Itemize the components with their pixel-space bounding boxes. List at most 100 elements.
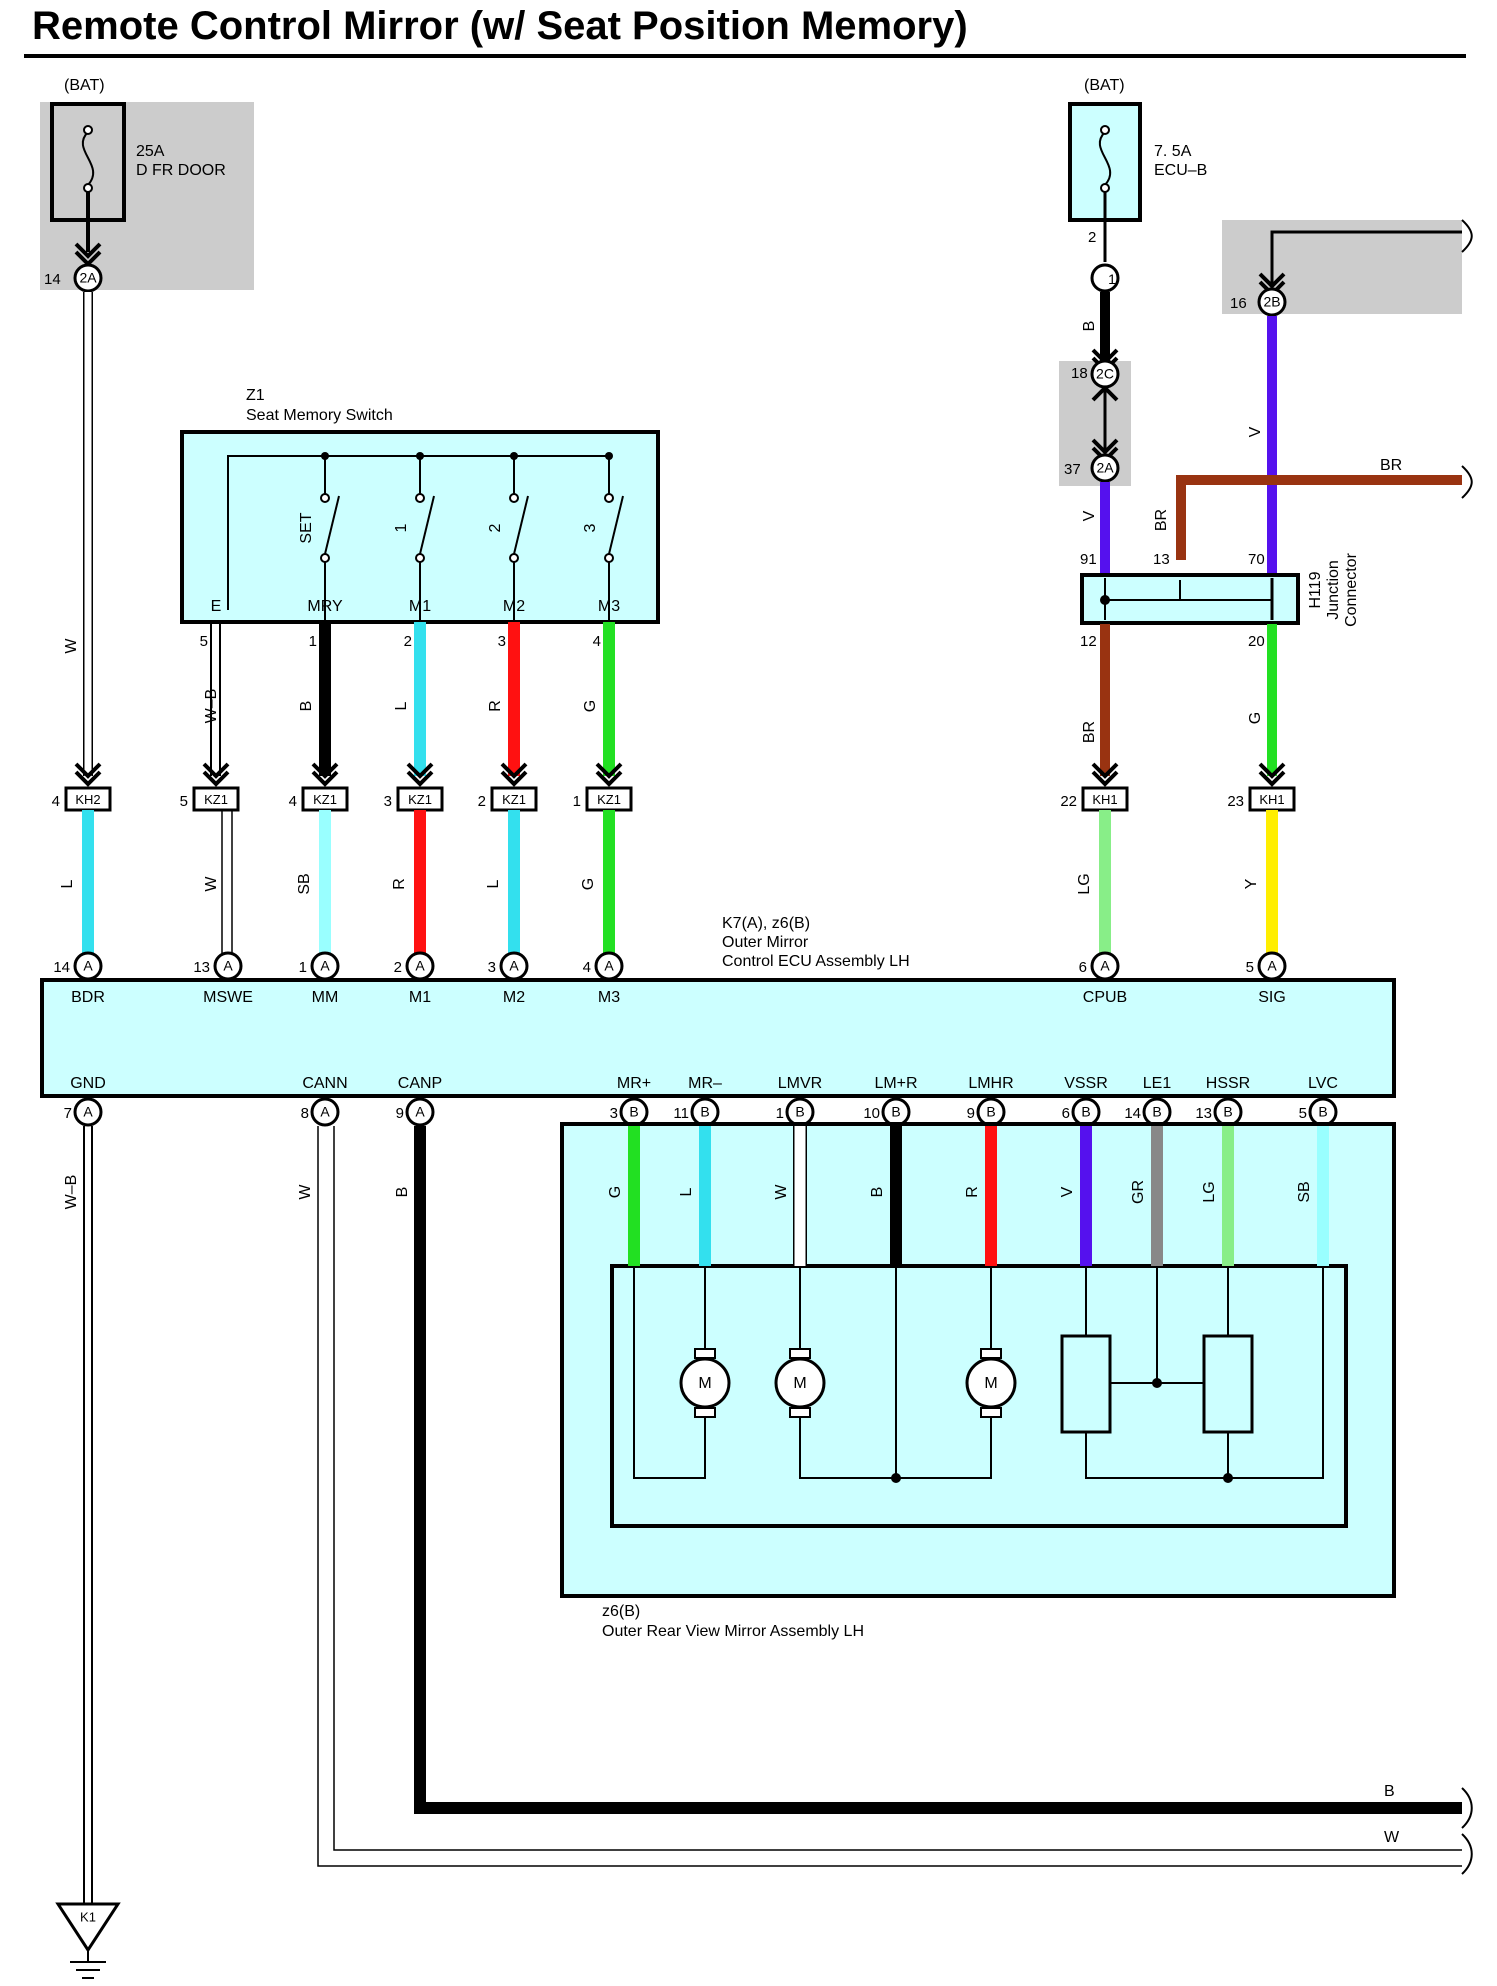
wire-switch-out-label-0: B xyxy=(298,701,315,712)
junction-2c-chev-up xyxy=(1091,385,1119,402)
ecu-bottom-connector-2 xyxy=(405,1097,435,1127)
wire-br-top xyxy=(1176,475,1462,560)
inline-connector-pin-1: 5 xyxy=(180,793,188,810)
junction-h119-pin-20: 20 xyxy=(1248,633,1265,650)
wire-mirror-label-6: B xyxy=(869,1187,886,1198)
junction-2b-pin: 16 xyxy=(1230,295,1247,312)
seat-switch-label-2: 2 xyxy=(487,523,504,532)
ecu-bottom-pin-0: 7 xyxy=(64,1105,72,1122)
junction-2b-connector xyxy=(1257,287,1287,317)
junction-2a-connector-code: 2A xyxy=(79,270,97,286)
wire-switch-out-label-2: R xyxy=(487,700,504,712)
ecu-top-term-2: MM xyxy=(312,989,339,1006)
junction-2b-chev-a xyxy=(1258,272,1286,289)
mirror-hssr-sensor xyxy=(1202,1334,1254,1434)
inline-connector-chev-6-a xyxy=(1091,762,1119,779)
ecu-bottom-term-10: HSSR xyxy=(1206,1075,1250,1092)
inline-connector-pin-0: 4 xyxy=(52,793,60,810)
wire-ecu-in-label-0: L xyxy=(59,879,76,888)
mirror-le1-node xyxy=(1152,1378,1162,1388)
wire-mirror-label-8: V xyxy=(1059,1186,1076,1197)
junction-h119-name2: Connector xyxy=(1343,552,1360,626)
inline-connector-chev-6-b xyxy=(1091,770,1119,787)
ecu-bottom-pin-1: 8 xyxy=(301,1105,309,1122)
wire-mirror-label-7: R xyxy=(964,1186,981,1198)
ecu-top-term-1: MSWE xyxy=(203,989,253,1006)
seat-switch-contact-bottom-2 xyxy=(509,553,519,563)
wire-mirror-label-3: G xyxy=(607,1186,624,1198)
seat-switch-blade-1 xyxy=(419,495,435,555)
break-can-b xyxy=(1461,1787,1473,1829)
junction-h119-name1: Junction xyxy=(1325,560,1342,620)
ecu-top-pin-7: 5 xyxy=(1246,959,1254,976)
ecu-bottom-pin-2: 9 xyxy=(396,1105,404,1122)
junction-2a-right-connector-code: 2A xyxy=(1096,460,1114,476)
inline-connector-code-1: KZ1 xyxy=(204,792,228,807)
ecu-top-term-6: CPUB xyxy=(1083,989,1127,1006)
inline-connector-chev-4-b xyxy=(500,770,528,787)
wire-wb-e-label: W–B xyxy=(203,689,220,724)
wire-mirror-label-9: GR xyxy=(1130,1180,1147,1204)
wire-2b-source xyxy=(1270,230,1462,290)
ecu-top-pin-1: 13 xyxy=(193,959,210,976)
seat-switch-term-0: E xyxy=(211,598,222,615)
ecu-bottom-connector-6-code: B xyxy=(891,1104,900,1120)
ecu-top-pin-4: 3 xyxy=(488,959,496,976)
seat-switch-contact-bottom-1 xyxy=(415,553,425,563)
motor-2-label: M xyxy=(793,1375,806,1392)
ecu-bottom-pin-4: 11 xyxy=(673,1105,689,1122)
wire-switch-out-label-3: G xyxy=(582,700,599,712)
inline-connector-chev-2-b xyxy=(311,770,339,787)
motor-2-brush-bottom xyxy=(789,1407,811,1418)
ecu-bottom-connector-0-code: A xyxy=(83,1104,93,1120)
ecu-bottom-term-3: MR+ xyxy=(617,1075,651,1092)
inline-connector-chev-3-a xyxy=(406,762,434,779)
fuse-7-5a-name: ECU–B xyxy=(1154,162,1207,179)
wire-mirror-label-11: SB xyxy=(1296,1181,1313,1202)
ecu-bottom-term-8: VSSR xyxy=(1064,1075,1108,1092)
inline-connector-box-1 xyxy=(192,786,240,812)
motor-3-label: M xyxy=(984,1375,997,1392)
ecu-bottom-pin-5: 1 xyxy=(776,1105,784,1122)
wire-ecu-in-label-7: Y xyxy=(1243,878,1260,889)
inline-connector-pin-5: 1 xyxy=(573,793,581,810)
seat-switch-term-4: M3 xyxy=(598,598,620,615)
junction-h119-pin-13: 13 xyxy=(1153,551,1170,568)
fuse-25a-rating: 25A xyxy=(136,143,165,160)
ecu-bottom-term-7: LMHR xyxy=(968,1075,1013,1092)
ecu-top-connector-0-code: A xyxy=(83,958,93,974)
ecu-bottom-pin-8: 6 xyxy=(1062,1105,1070,1122)
ecu-top-connector-0 xyxy=(73,951,103,981)
ground-k1-code: K1 xyxy=(80,1909,96,1924)
ecu-bottom-connector-3-code: B xyxy=(629,1104,638,1120)
inline-connector-code-6: KH1 xyxy=(1092,792,1117,807)
inline-connector-chev-0-a xyxy=(74,762,102,779)
motor-1-brush-top xyxy=(694,1348,716,1359)
ecu-bottom-connector-1 xyxy=(310,1097,340,1127)
inline-connector-pin-6: 22 xyxy=(1060,793,1077,810)
junction-2a-pin: 14 xyxy=(44,271,61,288)
ecu-bottom-term-6: LM+R xyxy=(874,1075,917,1092)
ecu-bottom-connector-9-code: B xyxy=(1152,1104,1161,1120)
ecu-top-term-5: M3 xyxy=(598,989,620,1006)
fuse-7-5a-rating: 7. 5A xyxy=(1154,143,1192,160)
ecu-bottom-term-5: LMVR xyxy=(778,1075,822,1092)
inline-connector-chev-2-a xyxy=(311,762,339,779)
motor-1-brush-bottom xyxy=(694,1407,716,1418)
ecu-bottom-connector-2-code: A xyxy=(415,1104,425,1120)
seat-switch-contact-bottom-0 xyxy=(320,553,330,563)
junction-h119-pin-70: 70 xyxy=(1248,551,1265,568)
wire-ecu-in-label-3: R xyxy=(391,878,408,890)
ecu-bottom-pin-3: 3 xyxy=(610,1105,618,1122)
wire-cann-a xyxy=(317,1126,1462,1867)
ecu-top-pin-6: 6 xyxy=(1079,959,1087,976)
seat-switch-term-3: M2 xyxy=(503,598,525,615)
wire-mirror-label-5: W xyxy=(773,1184,790,1200)
inline-connector-chev-7-b xyxy=(1258,770,1286,787)
junction-pin1-label: 1 xyxy=(1108,271,1116,287)
junction-2b-connector-code: 2B xyxy=(1263,294,1280,310)
ecu-top-connector-1 xyxy=(213,951,243,981)
ecu-bottom-connector-8-code: B xyxy=(1081,1104,1090,1120)
wire-ecu-in-label-4: L xyxy=(485,879,502,888)
